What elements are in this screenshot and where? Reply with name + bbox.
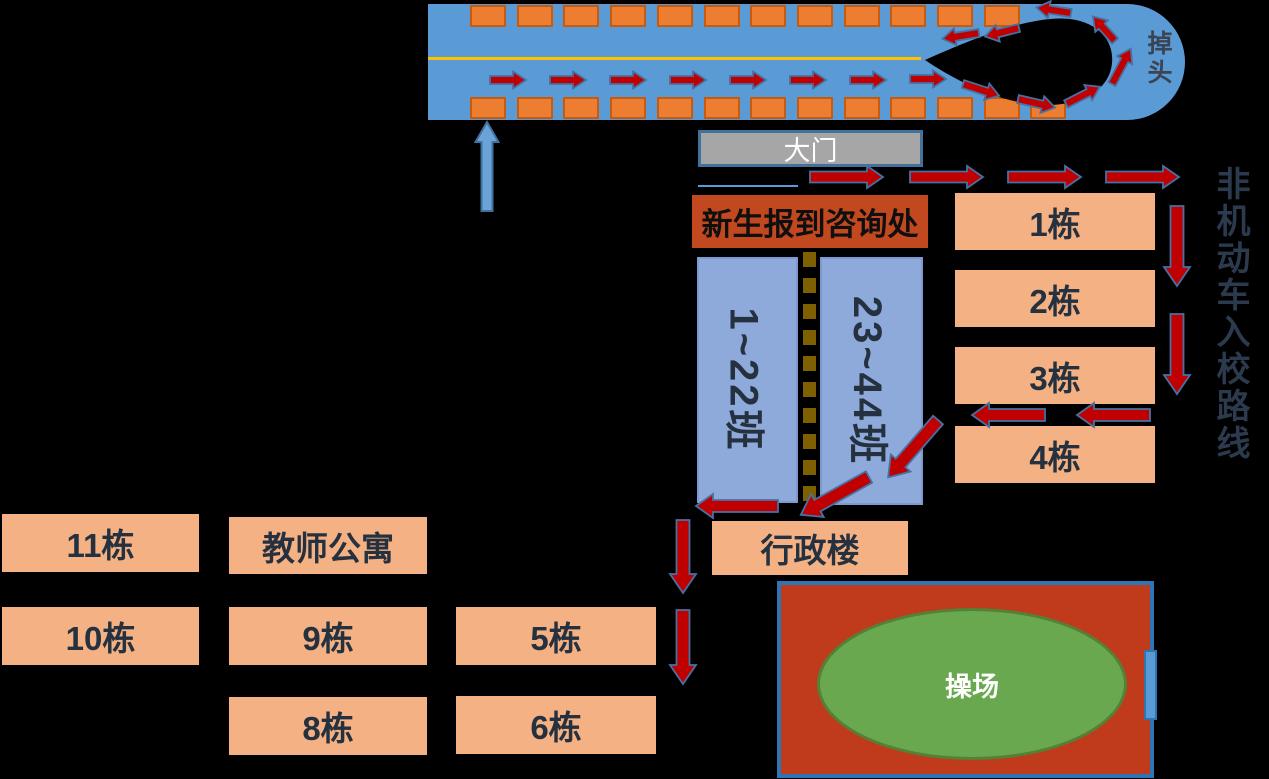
parking-spot [750, 97, 787, 119]
playground: 操场 [777, 581, 1157, 778]
route-arrow [1162, 313, 1192, 396]
building-label: 8栋 [302, 710, 354, 747]
building-b2: 2栋 [955, 270, 1155, 327]
building-label: 11栋 [66, 527, 135, 564]
building-teacher-apt: 教师公寓 [229, 517, 427, 574]
route-arrow [1075, 401, 1151, 429]
parking-spot [703, 97, 740, 119]
main-gate-label: 大门 [783, 136, 838, 166]
route-arrow [1105, 164, 1181, 190]
route-arrow [809, 164, 885, 190]
building-b3: 3栋 [955, 347, 1155, 404]
building-label: 1栋 [1029, 205, 1081, 243]
parking-spot [796, 5, 833, 27]
building-b1: 1栋 [955, 193, 1155, 250]
parking-spot [796, 97, 833, 119]
parking-spot [750, 5, 787, 27]
parking-spot [610, 5, 647, 27]
parking-spot [983, 5, 1020, 27]
parking-spot [983, 97, 1020, 119]
route-arrow [909, 164, 985, 190]
route-arrow [668, 519, 698, 595]
building-label: 4栋 [1029, 438, 1081, 476]
route-arrow [668, 609, 698, 686]
route-arrow [1162, 205, 1192, 288]
parking-spot [656, 97, 693, 119]
building-label: 5栋 [530, 620, 582, 657]
parking-spot [1030, 97, 1067, 119]
building-label: 9栋 [302, 620, 354, 657]
gate-line [698, 185, 798, 187]
building-label: 3栋 [1029, 359, 1081, 397]
building-label: 1~22班 [721, 307, 766, 453]
building-b8: 8栋 [229, 697, 427, 755]
parking-spot [937, 5, 973, 27]
main-gate: 大门 [698, 130, 923, 167]
entry-arrow-up [473, 119, 501, 212]
building-label: 6栋 [530, 709, 582, 746]
parking-spot [703, 5, 740, 27]
parking-spot [470, 5, 506, 27]
parking-spot [563, 5, 600, 27]
parking-spot [516, 97, 553, 119]
parking-spot [937, 97, 973, 119]
registration-label: 新生报到咨询处 [701, 207, 919, 242]
building-label: 行政楼 [760, 532, 860, 569]
building-b6: 6栋 [456, 696, 656, 754]
building-label: 教师公寓 [262, 529, 394, 567]
parking-spot [470, 97, 506, 119]
playground-label: 操场 [945, 671, 999, 702]
parking-spot [656, 5, 693, 27]
parking-spot [890, 5, 927, 27]
building-b10: 10栋 [2, 607, 199, 665]
building-b9: 9栋 [229, 607, 427, 665]
building-label: 10栋 [65, 620, 136, 657]
parking-spot [843, 5, 880, 27]
playground-field-ellipse: 操场 [817, 608, 1127, 760]
uturn-label: 掉头 [1144, 30, 1172, 88]
building-b4: 4栋 [955, 426, 1155, 483]
building-admin: 行政楼 [712, 521, 908, 575]
registration-desk: 新生报到咨询处 [692, 195, 928, 248]
route-arrow [1007, 164, 1083, 190]
building-label: 2栋 [1029, 282, 1081, 320]
lane-divider-line [428, 57, 921, 60]
parking-spot [516, 5, 553, 27]
building-b11: 11栋 [2, 514, 199, 572]
parking-spot [890, 97, 927, 119]
building-b5: 5栋 [456, 607, 656, 665]
playground-gate-tab [1144, 650, 1157, 720]
building-classes-23-44: 23~44班 [820, 257, 923, 505]
parking-spot [610, 97, 647, 119]
building-classes-1-22: 1~22班 [697, 257, 798, 503]
building-label: 23~44班 [845, 295, 890, 467]
walkway-dashed-path [803, 252, 816, 504]
parking-spot [843, 97, 880, 119]
route-arrow [970, 401, 1046, 429]
route-label-non-motor: 非机动车入校路线 [1211, 166, 1249, 462]
parking-spot [563, 97, 600, 119]
